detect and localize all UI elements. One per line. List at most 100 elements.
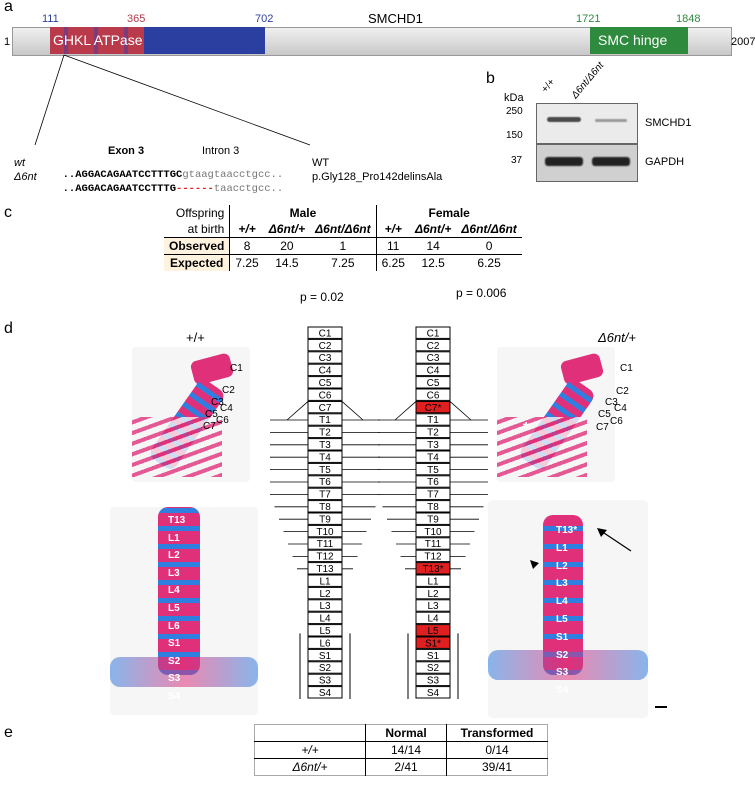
obs-0: 8 [243,239,251,253]
table-c-corner-1: Offspring [164,205,231,221]
geno-m-hom: Δ6nt/Δ6nt [310,221,377,238]
vertebra-label: C3 [319,353,332,364]
vertebra-box [415,673,451,687]
vertebra-box [415,611,451,625]
vertebra-box [307,648,343,662]
exp-1: 14.5 [275,256,299,270]
atpase-label: GHKL ATPase [53,32,143,48]
table-c-corner-2: at birth [164,221,231,238]
pos-1721: 1721 [576,13,601,25]
vertebra-box [415,450,451,463]
arrowhead-icon [530,560,539,569]
row-label-expected: Expected [164,254,231,271]
vertebra-box [415,636,451,649]
vertebra-label: T12 [424,552,442,563]
photo-cervical-wt [132,347,250,482]
vertebra-box [415,549,451,563]
sternum-line [394,401,472,421]
vertebra-label: T1 [427,415,439,426]
vertebra-box [307,574,343,587]
blot-gapdh [536,144,638,182]
wt-intron-seq: gtaagtaacctgcc.. [182,169,284,181]
vertebra-label: C7 [319,403,332,414]
vertebra-label: T13 [316,564,334,575]
vertebra-box [307,537,343,550]
vertebra-label: T6 [427,477,439,488]
lumbar-photo-label: S1 [168,638,181,650]
vertebra-box [307,438,343,451]
group-female: Female [428,206,470,220]
vertebra-box [415,438,451,451]
scale-bar [655,706,667,708]
mut-result: p.Gly128_Pro142delinsAla [312,171,443,183]
sternum-line [286,401,364,421]
lumbar-photo-label: L1 [556,542,568,554]
vertebra-label: T11 [317,539,334,550]
vertebra-box [307,376,343,389]
vertebra-label: L5 [319,626,331,637]
geno-m-het: Δ6nt/+ [268,222,306,236]
vertebra-label: T4 [319,452,331,463]
vertebra-label: T13* [422,564,443,575]
row-label-wt: +/+ [254,741,366,759]
vertebra-box [415,537,451,550]
cervical-label-mut-c5: C5 [598,409,611,420]
vertebra-box [307,599,343,612]
pos-365: 365 [127,13,146,25]
panel-label-a: a [4,0,13,15]
vertebra-box [307,673,343,687]
vertebra-box [415,425,451,439]
vertebra-label: S4 [319,688,332,699]
band-gapdh-mut [592,157,630,166]
cervical-label-wt-c3: C3 [211,397,224,408]
vertebra-label: T5 [427,465,439,476]
cervical-label-mut-c1: C1 [620,363,633,374]
obs-2: 1 [310,237,377,255]
panel-label-c: c [4,204,12,221]
marker-150: 150 [506,130,523,141]
vertebra-box [415,351,451,364]
deletion-dashes: ------ [176,183,214,195]
vertebra-label: S2 [427,663,440,674]
pos-1848: 1848 [676,13,701,25]
vertebra-label: L2 [319,589,331,600]
vertebra-label: S1* [425,638,441,649]
vertebra-label: T12 [316,552,334,563]
wt-sequence: ..AGGACAGAATCCTTTGCgtaagtaacctgcc.. [50,157,284,181]
mut-transformed: 39/41 [481,760,513,774]
kda-label: kDa [504,92,524,104]
vertebra-box [307,661,343,674]
wt-transformed: 0/14 [485,743,509,757]
vertebra-box [415,487,451,501]
vertebra-box [307,686,343,699]
vertebra-label: C1 [319,328,332,339]
table-e-corner [254,724,366,742]
geno-m-wt: +/+ [238,222,256,236]
geno-f-het: Δ6nt/+ [414,222,452,236]
vertebra-box [307,326,343,339]
lumbar-photo-label: L3 [168,567,180,579]
vertebra-box [307,413,343,426]
cervical-label-wt-c4: C4 [220,403,233,414]
vertebra-label: T8 [427,502,439,513]
obs-4: 14 [426,239,440,253]
vertebra-label: T3 [427,440,439,451]
lumbar-photo-label: L5 [168,603,180,614]
vertebra-label: T9 [319,514,331,525]
vertebra-box [415,599,451,612]
cervical-label-mut-c3: C3 [605,397,618,408]
vertebra-box [415,686,451,699]
geno-f-wt: +/+ [384,222,402,236]
wt-exon-seq: ..AGGACAGAATCCTTTGC [62,169,183,181]
vertebra-box [415,524,451,538]
vertebra-label: T2 [319,428,331,439]
cervical-label-wt-c7: C7 [203,421,216,432]
pos-111: 111 [42,13,59,25]
vertebra-label: C3 [427,353,440,364]
vertebra-label: S3 [319,676,332,687]
exp-3: 6.25 [381,256,405,270]
lumbar-photo-label: L6 [168,620,180,632]
vertebra-label: T11 [425,539,442,550]
vertebra-box [307,388,343,401]
vertebra-box [307,425,343,439]
